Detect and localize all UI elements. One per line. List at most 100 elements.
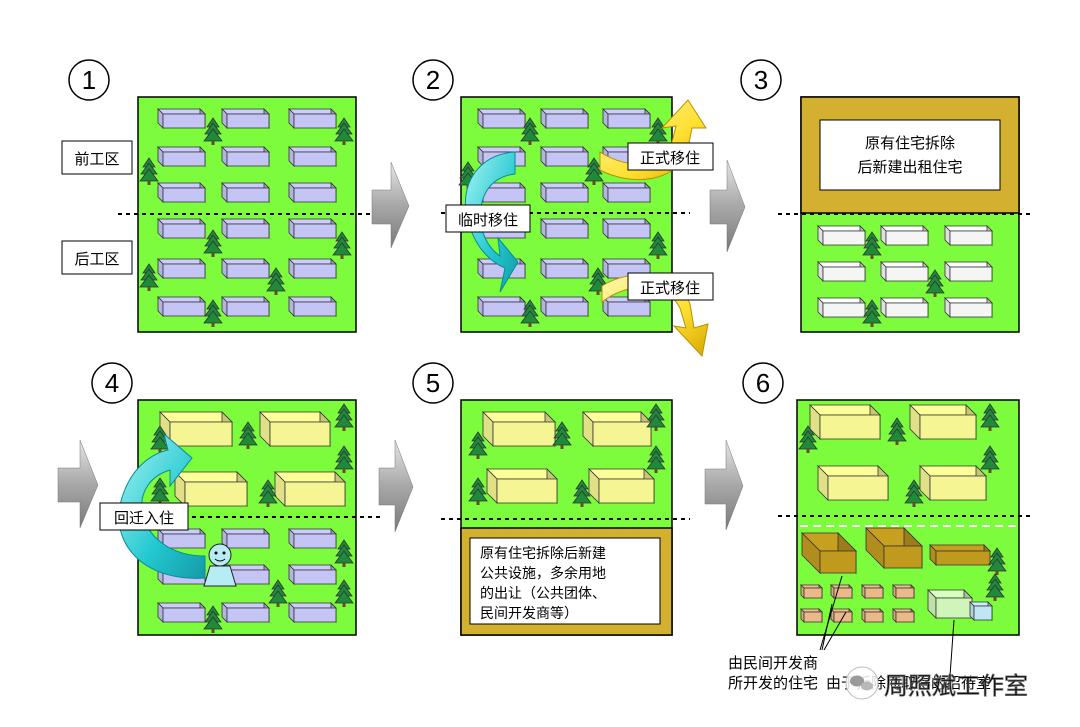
gray-arrow-icon (704, 439, 744, 531)
new-apartment (582, 411, 652, 447)
old-house (288, 258, 337, 279)
old-house (602, 182, 651, 203)
tree-icon (520, 299, 540, 327)
small-house (861, 584, 884, 599)
svg-text:民间开发商等）: 民间开发商等） (480, 605, 578, 622)
tree-icon (862, 231, 882, 259)
rental-house (944, 225, 993, 246)
tree-icon (334, 117, 354, 145)
developer-housing-caption: 由民间开发商 所开发的住宅 (728, 654, 818, 692)
tree-icon (468, 431, 488, 459)
svg-text:所开发的住宅: 所开发的住宅 (728, 674, 818, 692)
small-house (830, 584, 853, 599)
trees-layer (139, 117, 1007, 633)
rental-house (817, 225, 866, 246)
svg-text:的出让（公共团体、: 的出让（公共团体、 (480, 586, 606, 602)
tree-icon (584, 157, 604, 185)
old-house (288, 602, 337, 623)
old-house (157, 602, 206, 623)
old-house (540, 182, 589, 203)
tree-icon (798, 425, 818, 453)
tree-icon (266, 267, 286, 295)
facility-pointer-line (949, 619, 955, 677)
public-facility-note: 原有住宅拆除后新建 公共设施，多余用地 的出让（公共团体、 民间开发商等） (469, 537, 661, 625)
old-house (221, 146, 270, 167)
tree-icon (980, 445, 1000, 473)
tree-icon (203, 605, 223, 633)
rental-house (880, 225, 929, 246)
step-4-number: 4 (91, 362, 133, 404)
move-back-arrow-icon (118, 432, 206, 579)
new-apartment (486, 468, 558, 504)
old-house (602, 108, 651, 129)
svg-text:后工区: 后工区 (74, 250, 119, 268)
back-zone-label: 后工区 (61, 240, 133, 275)
svg-text:后新建出租住宅: 后新建出租住宅 (857, 158, 962, 176)
tree-icon (552, 421, 572, 449)
small-house (861, 608, 884, 623)
old-house (288, 528, 337, 549)
temporary-move-label: 临时移住 (445, 204, 531, 233)
svg-text:原有住宅拆除后新建: 原有住宅拆除后新建 (480, 546, 606, 562)
rental-house (944, 297, 993, 318)
gray-arrow-icon (57, 439, 99, 529)
tree-icon (334, 445, 354, 473)
old-house (157, 182, 206, 203)
svg-text:周照斌工作室: 周照斌工作室 (884, 672, 1028, 700)
svg-text:4: 4 (105, 368, 119, 398)
svg-text:3: 3 (754, 65, 768, 95)
old-house (157, 296, 206, 317)
rental-house (817, 297, 866, 318)
old-house (221, 182, 270, 203)
old-house (288, 146, 337, 167)
step-3-number: 3 (740, 59, 782, 101)
developer-pointer-lines (819, 575, 847, 651)
tree-icon (985, 573, 1005, 601)
public-facility (927, 589, 973, 619)
tree-icon (139, 157, 159, 185)
tree-icon (268, 579, 288, 607)
old-house (602, 218, 651, 239)
old-house (157, 108, 206, 129)
old-house (221, 218, 270, 239)
tree-icon (334, 539, 354, 567)
new-apartment (274, 471, 346, 507)
tree-icon (203, 229, 223, 257)
rental-house (880, 297, 929, 318)
tree-icon (987, 547, 1007, 575)
old-house (540, 108, 589, 129)
tree-icon (648, 231, 668, 259)
small-house (892, 584, 915, 599)
new-apartment (588, 468, 655, 504)
formal-move-top-label: 正式移住 (627, 142, 714, 171)
tree-icon (150, 425, 170, 453)
step-6-number: 6 (742, 362, 784, 404)
tree-icon (520, 117, 540, 145)
old-house (540, 258, 589, 279)
svg-text:前工区: 前工区 (74, 150, 119, 168)
small-house (892, 608, 915, 623)
old-house (221, 528, 270, 549)
old-house (288, 108, 337, 129)
tree-icon (572, 479, 592, 507)
tree-icon (980, 403, 1000, 431)
gray-arrow-icon (378, 439, 414, 533)
new-apartment (259, 411, 331, 447)
svg-text:由民间开发商: 由民间开发商 (728, 654, 818, 672)
tree-icon (139, 263, 159, 291)
svg-text:原有住宅拆除: 原有住宅拆除 (865, 134, 955, 152)
front-zone-label: 前工区 (61, 140, 133, 175)
developer-building (929, 544, 991, 566)
svg-text:正式移住: 正式移住 (640, 279, 700, 297)
tree-icon (334, 403, 354, 431)
person-icon (203, 543, 237, 587)
step-5-number: 5 (412, 362, 454, 404)
old-house (157, 258, 206, 279)
tree-icon (468, 477, 488, 505)
move-back-label: 回迁入住 (99, 502, 189, 531)
new-apartment (817, 465, 889, 501)
old-house (157, 146, 206, 167)
step-1-number: 1 (68, 59, 110, 101)
tree-icon (258, 479, 278, 507)
old-house (477, 108, 526, 129)
